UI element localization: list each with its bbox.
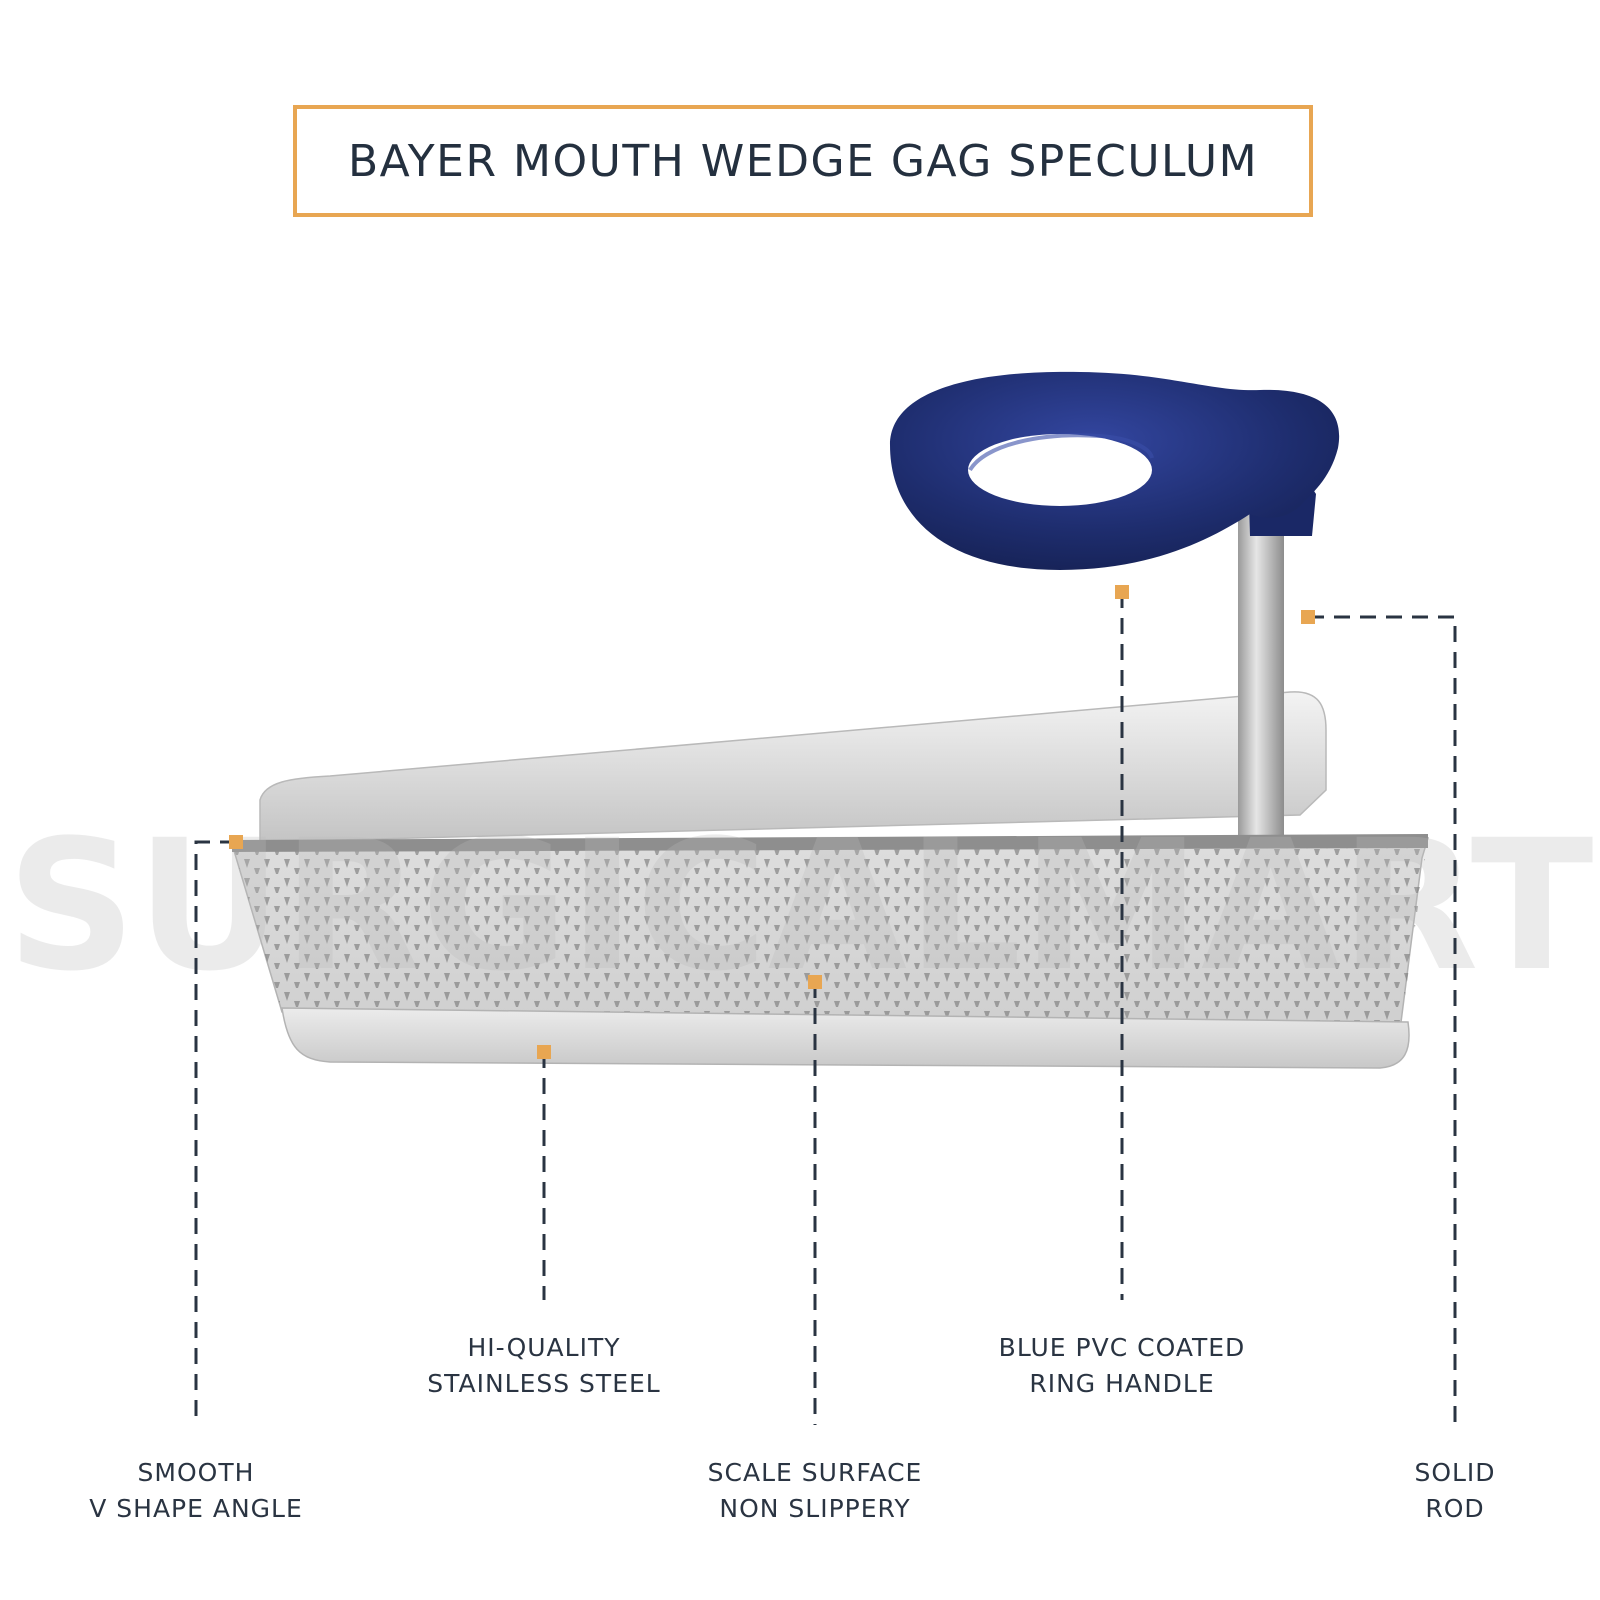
callout-steel: HI-QUALITY STAINLESS STEEL — [427, 1330, 660, 1402]
callout-rod: SOLID ROD — [1414, 1455, 1495, 1527]
blue-ring-handle — [890, 371, 1340, 570]
callout-v-shape-line1: SMOOTH — [137, 1458, 255, 1487]
page-title: BAYER MOUTH WEDGE GAG SPECULUM — [347, 135, 1259, 187]
callout-handle: BLUE PVC COATED RING HANDLE — [999, 1330, 1246, 1402]
callout-steel-line2: STAINLESS STEEL — [427, 1369, 661, 1398]
callout-scale: SCALE SURFACE NON SLIPPERY — [708, 1455, 923, 1527]
solid-rod — [1238, 512, 1284, 842]
leader-v-shape — [194, 840, 236, 1425]
callout-handle-line1: BLUE PVC COATED — [998, 1333, 1246, 1362]
callout-leaders — [194, 592, 1457, 1425]
watermark: SURGICALMART — [7, 802, 1594, 1011]
callout-v-shape: SMOOTH V SHAPE ANGLE — [89, 1455, 303, 1527]
callout-scale-line1: SCALE SURFACE — [707, 1458, 923, 1487]
callout-handle-line2: RING HANDLE — [1029, 1369, 1215, 1398]
anchor-markers — [229, 585, 1315, 1059]
leader-rod — [1308, 615, 1457, 1425]
marker-v-shape — [229, 835, 243, 849]
marker-steel — [537, 1045, 551, 1059]
title-frame: BAYER MOUTH WEDGE GAG SPECULUM — [293, 105, 1313, 217]
marker-rod — [1301, 610, 1315, 624]
marker-handle — [1115, 585, 1129, 599]
wedge-body — [230, 834, 1430, 1069]
wedge-top-plate — [259, 691, 1327, 843]
callout-rod-line2: ROD — [1425, 1494, 1485, 1523]
marker-scale — [808, 975, 822, 989]
callout-steel-line1: HI-QUALITY — [467, 1333, 621, 1362]
callout-scale-line2: NON SLIPPERY — [719, 1494, 911, 1523]
callout-v-shape-line2: V SHAPE ANGLE — [89, 1494, 303, 1523]
callout-rod-line1: SOLID — [1414, 1458, 1496, 1487]
